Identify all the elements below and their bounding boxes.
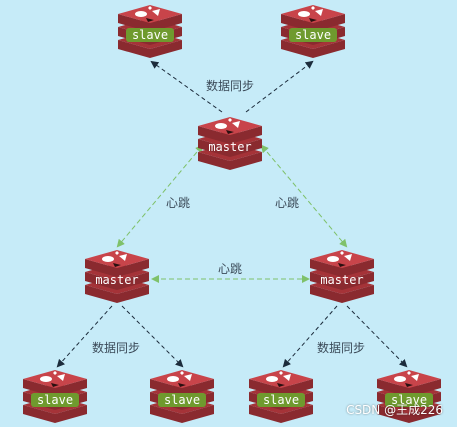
sync-edge-left-a (56, 305, 113, 368)
slave-label-badge (31, 393, 79, 407)
master-label: master (320, 273, 363, 287)
slave-label: slave (263, 393, 299, 407)
heartbeat-edge-top-left (116, 144, 204, 248)
sync-edge-right-a (282, 305, 338, 368)
redis-logo-icon (327, 251, 352, 267)
slave-node-bottom-4: slave (377, 370, 441, 423)
slave-label-badge (385, 393, 433, 407)
slave-node-top-left: slave (118, 5, 182, 58)
sync-edge-top-right (245, 60, 314, 113)
master-node-top: master (198, 117, 262, 170)
sync-label-top: 数据同步 (206, 78, 254, 93)
redis-logo-icon (167, 371, 192, 387)
sync-edge-right-b (346, 305, 408, 368)
redis-logo-icon (135, 6, 160, 22)
redis-logo-icon (394, 371, 419, 387)
redis-logo-icon (102, 251, 127, 267)
sync-label-right: 数据同步 (317, 340, 365, 355)
slave-label: slave (295, 28, 331, 42)
master-node-right: master (310, 250, 374, 303)
master-node-left: master (85, 250, 149, 303)
slave-label-badge (289, 28, 337, 42)
slave-label-badge (158, 393, 206, 407)
slave-label-badge (126, 28, 174, 42)
slave-label: slave (164, 393, 200, 407)
slave-label: slave (37, 393, 73, 407)
heartbeat-label-right: 心跳 (275, 196, 299, 210)
redis-logo-icon (40, 371, 65, 387)
redis-logo-icon (298, 6, 323, 22)
master-label: master (95, 273, 138, 287)
slave-node-bottom-1: slave (23, 370, 87, 423)
redis-logo-icon (215, 118, 240, 134)
heartbeat-label-left: 心跳 (166, 196, 190, 210)
heartbeat-label-bottom: 心跳 (218, 262, 242, 276)
slave-node-bottom-2: slave (150, 370, 214, 423)
slave-node-top-right: slave (281, 5, 345, 58)
watermark: CSDN @王成226 (346, 403, 443, 417)
slave-label: slave (132, 28, 168, 42)
slave-label: slave (391, 393, 427, 407)
master-label: master (208, 140, 251, 154)
sync-label-left: 数据同步 (92, 340, 140, 355)
redis-logo-icon (266, 371, 291, 387)
slave-label-badge (257, 393, 305, 407)
sync-edge-top-left (150, 60, 223, 113)
sync-edge-left-b (121, 305, 184, 368)
heartbeat-edge-top-right (260, 144, 348, 248)
slave-node-bottom-3: slave (249, 370, 313, 423)
